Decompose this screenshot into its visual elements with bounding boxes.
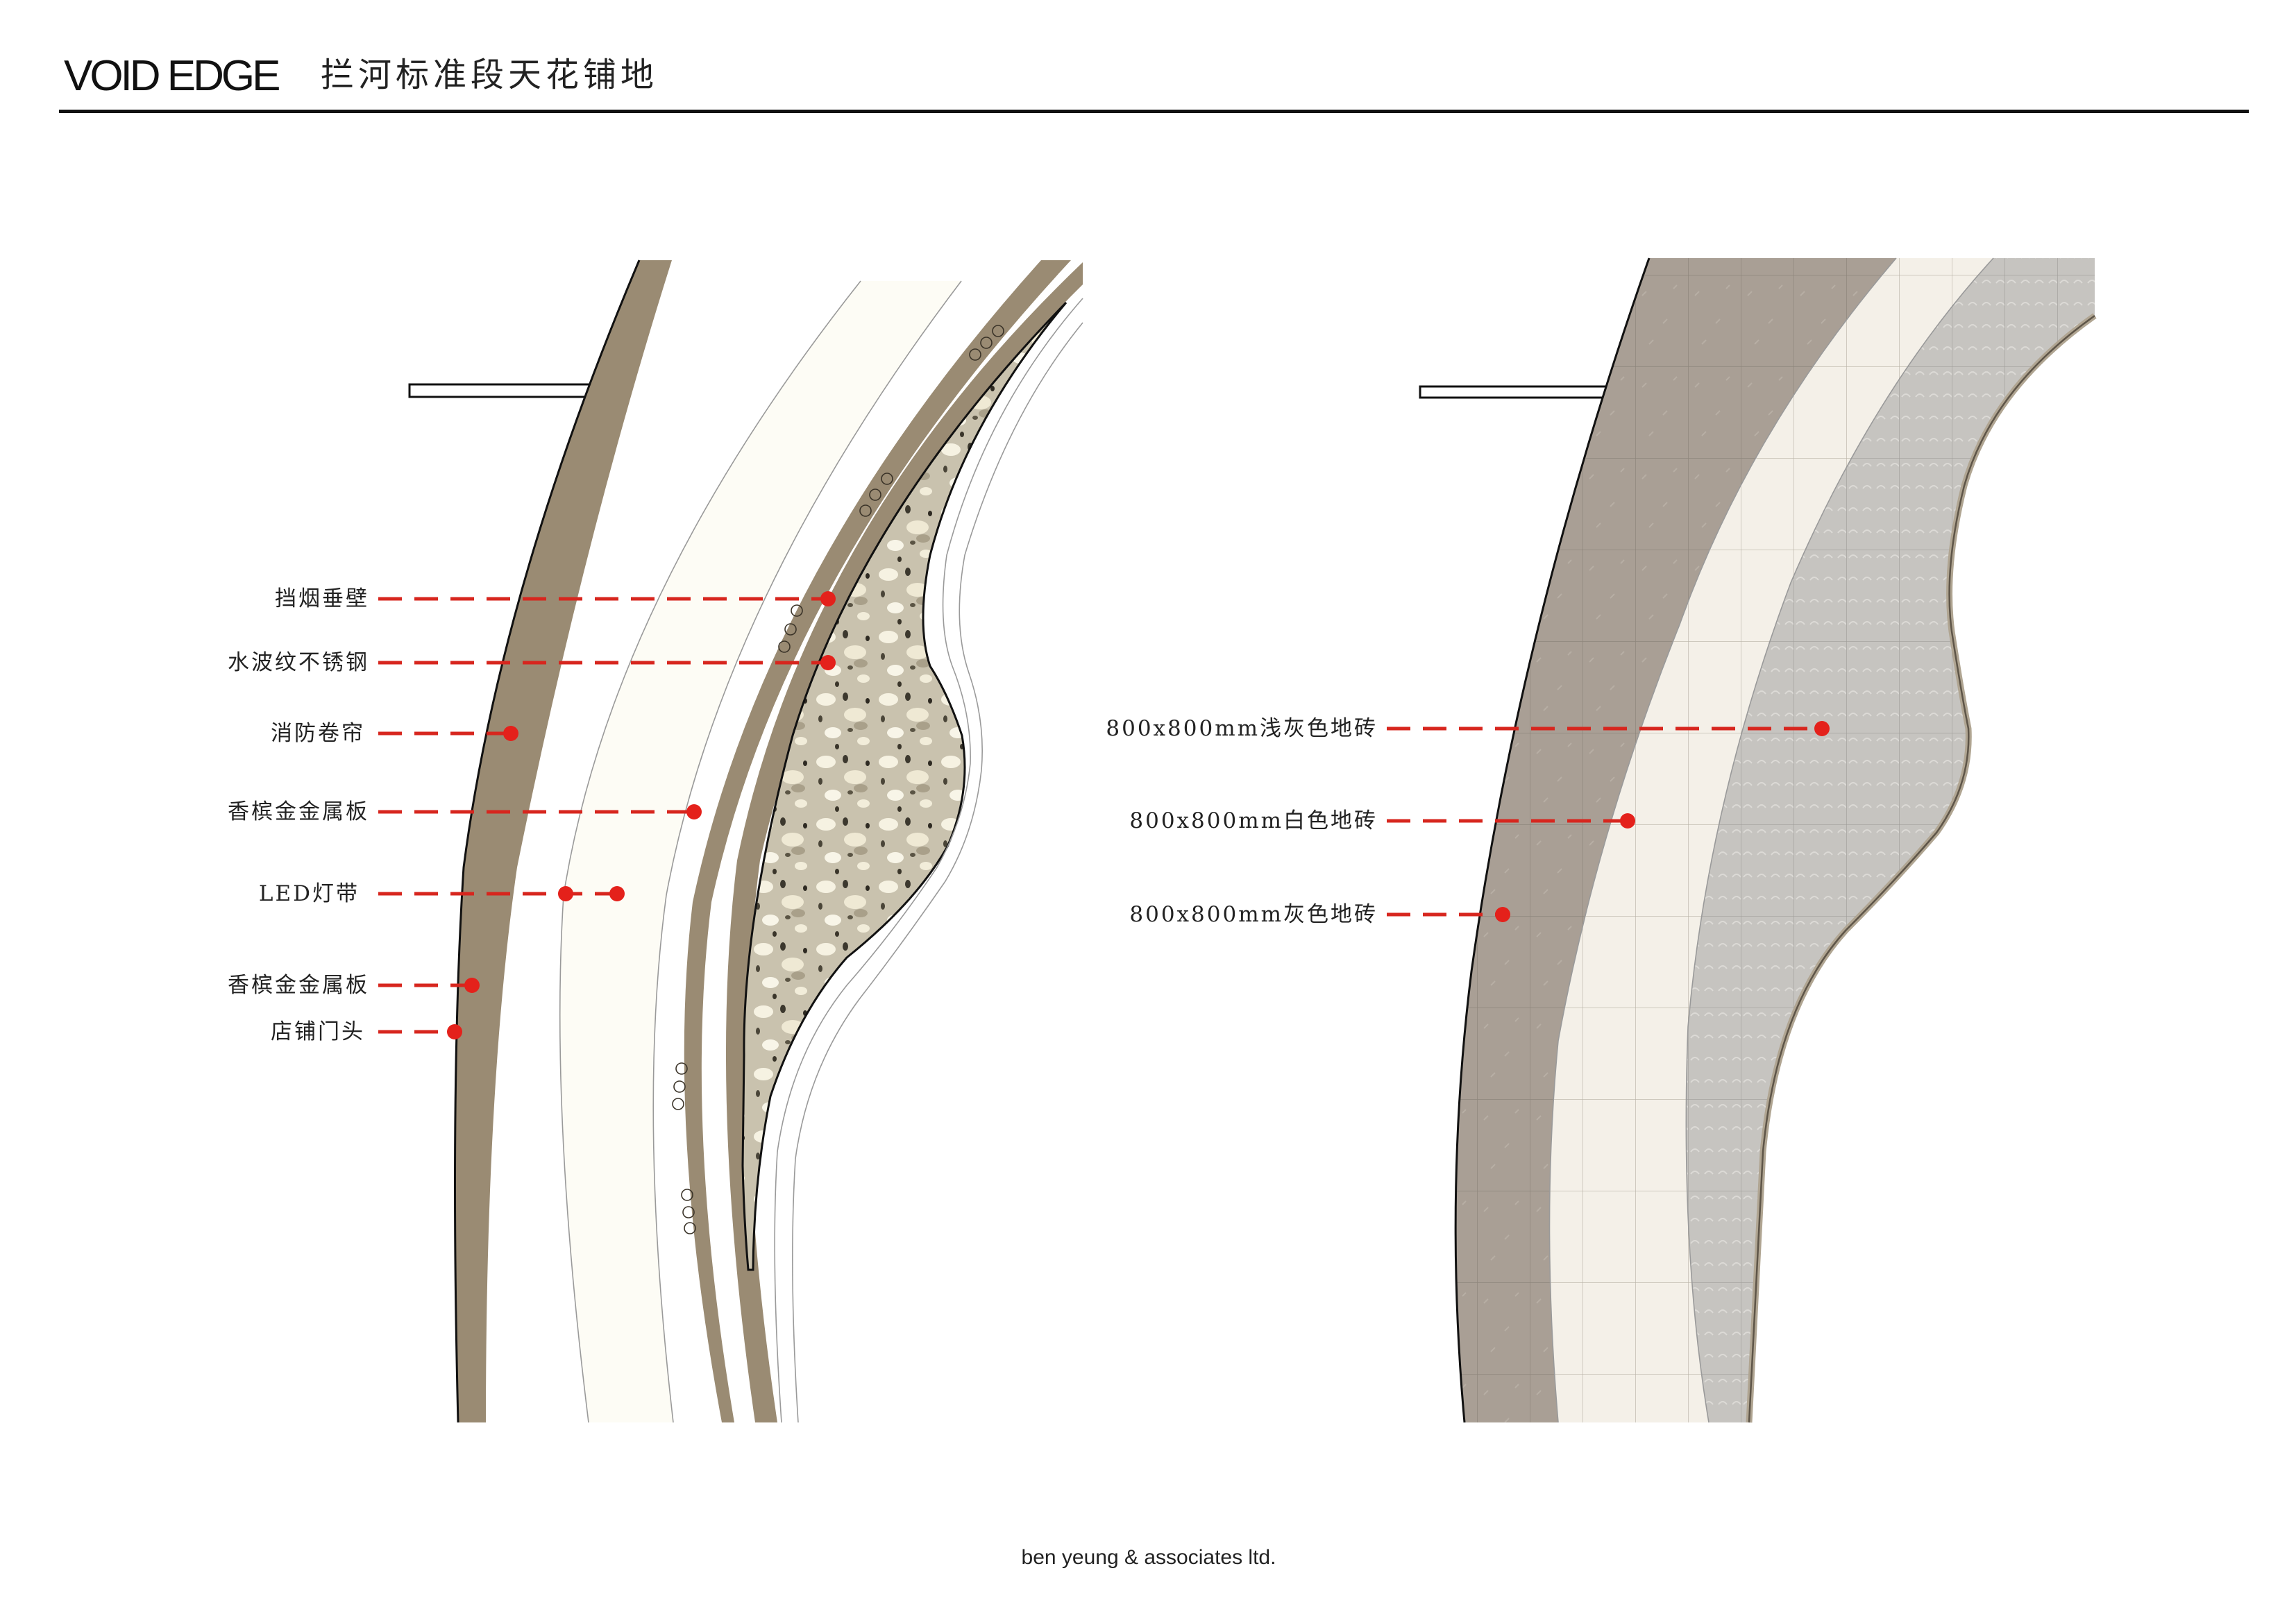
company-footer: ben yeung & associates ltd. [1022, 1546, 1276, 1569]
white-tile-zone [1549, 258, 1993, 1422]
callout-dot [820, 591, 836, 606]
brand-title: VOID EDGE [64, 52, 279, 100]
metal-panel-band-outer [725, 262, 1083, 1422]
callout-label: 800x800mm白色地砖 [1129, 808, 1378, 833]
callout-dot [1495, 907, 1510, 922]
slab-edge-marker [408, 383, 597, 398]
callout-label: LED灯带 [259, 881, 360, 906]
callout-fire-shutter[interactable]: 消防卷帘 [271, 721, 518, 746]
slab-edge-marker [1419, 385, 1607, 399]
grey-tile-zone [1455, 258, 1896, 1422]
callout-water-ripple-steel[interactable]: 水波纹不锈钢 [228, 650, 836, 675]
callout-label: 香槟金金属板 [228, 973, 369, 998]
shop-front-band [455, 260, 672, 1422]
callout-label: 挡烟垂壁 [275, 586, 369, 611]
callout-smoke-barrier[interactable]: 挡烟垂壁 [275, 586, 836, 611]
callout-dot [686, 804, 702, 819]
ceiling-plan-diagram: 挡烟垂壁 水波纹不锈钢 消防卷帘 香槟金金属板 LED灯带 香槟金金属板 [228, 260, 1083, 1423]
callout-dot [820, 655, 836, 670]
callout-dot [503, 726, 518, 741]
led-strip-edge-inner [559, 280, 861, 1423]
header-rule [59, 110, 2249, 113]
ceiling-offset-line-1 [774, 298, 1083, 1423]
callout-label: 香槟金金属板 [228, 799, 369, 824]
shop-front-edge [454, 260, 641, 1423]
sheet-title: 拦河标准段天花铺地 [321, 56, 658, 94]
led-strip-band [559, 281, 961, 1422]
callout-dot [464, 978, 480, 993]
downlight-markers [672, 325, 1004, 1234]
callout-dot [447, 1024, 462, 1039]
callout-dot [609, 886, 625, 901]
callout-label: 800x800mm浅灰色地砖 [1106, 716, 1378, 741]
metal-panel-band-inner [684, 260, 1071, 1422]
led-strip-edge-outer [652, 280, 962, 1423]
floor-edge-left [1454, 257, 1651, 1423]
callout-dot [558, 886, 573, 901]
ceiling-offset-line-2 [792, 322, 1083, 1423]
callout-metal-panel-inner[interactable]: 香槟金金属板 [228, 799, 702, 824]
callout-dot [1814, 721, 1830, 736]
callout-label: 800x800mm灰色地砖 [1129, 902, 1378, 927]
callout-label: 水波纹不锈钢 [228, 650, 369, 675]
floor-edge-right-line [1748, 314, 2095, 1423]
tile-boundary-2 [1685, 257, 1994, 1423]
light-grey-tile-zone [1686, 258, 2095, 1422]
callout-metal-panel-outer[interactable]: 香槟金金属板 [228, 973, 480, 998]
floor-plan-diagram: 800x800mm浅灰色地砖 800x800mm白色地砖 800x800mm灰色… [1106, 257, 2097, 1423]
callout-grey-tile[interactable]: 800x800mm灰色地砖 [1129, 902, 1510, 927]
callout-dot [1620, 813, 1635, 829]
callout-label: 消防卷帘 [271, 721, 365, 746]
callout-label: 店铺门头 [271, 1019, 365, 1044]
tile-boundary-1 [1548, 257, 1897, 1423]
callout-light-grey-tile[interactable]: 800x800mm浅灰色地砖 [1106, 716, 1830, 741]
callout-led-strip[interactable]: LED灯带 [259, 881, 625, 906]
callout-shop-front[interactable]: 店铺门头 [271, 1019, 462, 1044]
water-ripple-steel [741, 301, 1067, 1271]
callout-white-tile[interactable]: 800x800mm白色地砖 [1129, 808, 1635, 833]
